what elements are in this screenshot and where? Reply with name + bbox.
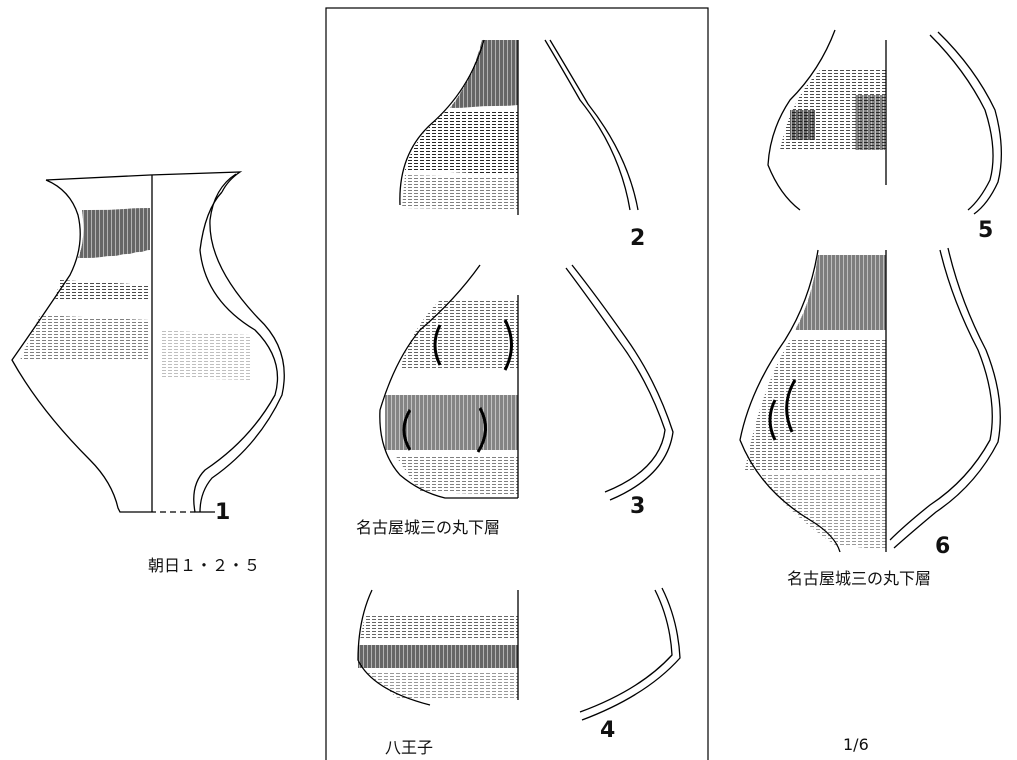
caption-hachioji: 八王子 [385, 738, 434, 757]
figure-number-5: 5 [978, 218, 994, 243]
vessel-4-texture [358, 615, 518, 700]
vessel-5-texture [780, 70, 886, 150]
figure-number-6: 6 [935, 534, 951, 559]
figure-number-3: 3 [630, 494, 646, 519]
vessel-2-texture [402, 40, 518, 210]
vessel-6-texture [745, 255, 886, 550]
figure-number-4: 4 [600, 718, 616, 743]
caption-asahi: 朝日１・２・５ [148, 556, 261, 575]
vessel-3-texture [385, 300, 518, 495]
center-panel-frame [325, 7, 709, 760]
caption-nagoya-right: 名古屋城三の丸下層 [787, 569, 932, 588]
vessel-1-drawing [11, 171, 285, 513]
figure-number-1: 1 [215, 500, 231, 525]
figure-number-2: 2 [630, 226, 646, 251]
caption-nagoya-center: 名古屋城三の丸下層 [356, 518, 501, 537]
scale-label: 1/6 [843, 735, 869, 754]
vessel-1-texture [20, 208, 250, 380]
